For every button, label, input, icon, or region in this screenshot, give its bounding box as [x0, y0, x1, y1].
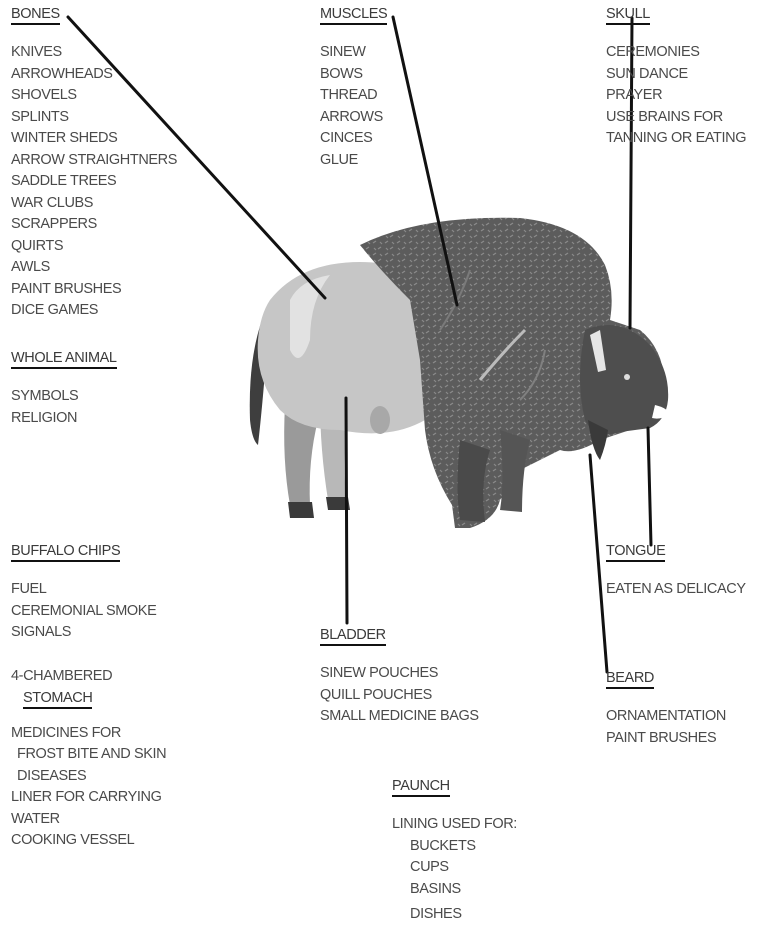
muscles-item: THREAD [320, 85, 387, 107]
bladder-item: QUILL POUCHES [320, 685, 479, 707]
bones-item: AWLS [11, 257, 177, 279]
paunch-item: BUCKETS [392, 836, 517, 858]
buffalo-illustration [250, 218, 670, 528]
stomach-section: 4-CHAMBERED STOMACH MEDICINES FOR FROST … [11, 666, 166, 852]
paunch-section: PAUNCH LINING USED FOR: BUCKETS CUPS BAS… [392, 776, 517, 926]
paunch-intro: LINING USED FOR: [392, 814, 517, 836]
bones-item: WAR CLUBS [11, 193, 177, 215]
stomach-item: WATER [11, 809, 166, 831]
buffalo-chips-heading: BUFFALO CHIPS [11, 542, 120, 562]
tongue-heading: TONGUE [606, 542, 665, 562]
skull-item: CEREMONIES [606, 42, 746, 64]
bladder-item: SMALL MEDICINE BAGS [320, 706, 479, 728]
muscles-item: BOWS [320, 64, 387, 86]
bladder-leader-line [346, 398, 347, 623]
skull-item: SUN DANCE [606, 64, 746, 86]
stomach-item: MEDICINES FOR [11, 723, 166, 745]
skull-section: SKULL CEREMONIES SUN DANCE PRAYER USE BR… [606, 4, 746, 150]
paunch-item: CUPS [392, 857, 517, 879]
muscles-item: SINEW [320, 42, 387, 64]
muscles-item: CINCES [320, 128, 387, 150]
bladder-heading: BLADDER [320, 626, 386, 646]
whole-animal-item: RELIGION [11, 408, 117, 430]
whole-animal-section: WHOLE ANIMAL SYMBOLS RELIGION [11, 348, 117, 429]
bones-item: SADDLE TREES [11, 171, 177, 193]
buffalo-chips-section: BUFFALO CHIPS FUEL CEREMONIAL SMOKE SIGN… [11, 541, 156, 644]
bones-heading: BONES [11, 5, 60, 25]
whole-animal-heading: WHOLE ANIMAL [11, 349, 117, 369]
bones-item: SPLINTS [11, 107, 177, 129]
stomach-item: FROST BITE AND SKIN [11, 744, 166, 766]
whole-animal-item: SYMBOLS [11, 386, 117, 408]
bones-item: ARROWHEADS [11, 64, 177, 86]
buffalo-chips-item: CEREMONIAL SMOKE [11, 601, 156, 623]
muscles-section: MUSCLES SINEW BOWS THREAD ARROWS CINCES … [320, 4, 387, 171]
stomach-label-line: 4-CHAMBERED [11, 666, 166, 688]
beard-leader-line [590, 455, 607, 672]
muscles-item: ARROWS [320, 107, 387, 129]
buffalo-chips-item: SIGNALS [11, 622, 156, 644]
buffalo-chips-item: FUEL [11, 579, 156, 601]
bones-item: WINTER SHEDS [11, 128, 177, 150]
tongue-section: TONGUE EATEN AS DELICACY [606, 541, 746, 601]
bones-section: BONES KNIVES ARROWHEADS SHOVELS SPLINTS … [11, 4, 177, 322]
beard-item: PAINT BRUSHES [606, 728, 726, 750]
bones-item: KNIVES [11, 42, 177, 64]
stomach-item: COOKING VESSEL [11, 830, 166, 852]
bones-item: SCRAPPERS [11, 214, 177, 236]
muscles-item: GLUE [320, 150, 387, 172]
bones-item: DICE GAMES [11, 300, 177, 322]
bones-item: ARROW STRAIGHTNERS [11, 150, 177, 172]
stomach-item: LINER FOR CARRYING [11, 787, 166, 809]
tongue-leader-line [648, 428, 651, 545]
skull-item: USE BRAINS FOR [606, 107, 746, 129]
bones-item: SHOVELS [11, 85, 177, 107]
skull-item: TANNING OR EATING [606, 128, 746, 150]
bladder-section: BLADDER SINEW POUCHES QUILL POUCHES SMAL… [320, 625, 479, 728]
stomach-item: DISEASES [11, 766, 166, 788]
stomach-heading: STOMACH [23, 689, 92, 709]
paunch-item: BASINS [392, 879, 517, 901]
buffalo-front-leg-2 [500, 430, 530, 512]
paunch-heading: PAUNCH [392, 777, 450, 797]
bladder-item: SINEW POUCHES [320, 663, 479, 685]
beard-item: ORNAMENTATION [606, 706, 726, 728]
skull-heading: SKULL [606, 5, 650, 25]
paunch-item: DISHES [392, 904, 517, 926]
beard-heading: BEARD [606, 669, 654, 689]
tongue-item: EATEN AS DELICACY [606, 579, 746, 601]
beard-section: BEARD ORNAMENTATION PAINT BRUSHES [606, 668, 726, 749]
bones-item: QUIRTS [11, 236, 177, 258]
bones-item: PAINT BRUSHES [11, 279, 177, 301]
muscles-heading: MUSCLES [320, 5, 387, 25]
skull-item: PRAYER [606, 85, 746, 107]
